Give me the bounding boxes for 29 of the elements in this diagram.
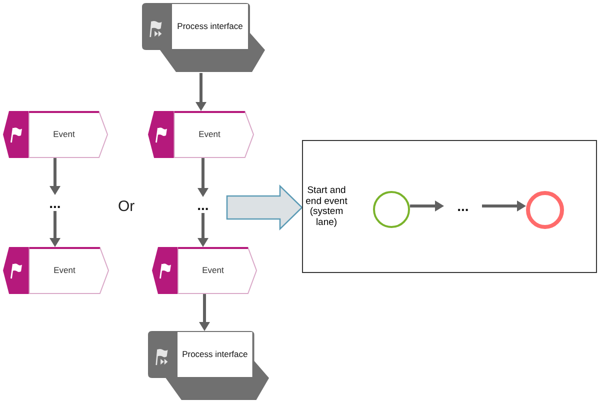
end-event-circle xyxy=(526,191,564,229)
lane-label: Start and end event (system lane) xyxy=(304,186,348,228)
process-interface-shape xyxy=(142,3,266,73)
process-interface-label: Process interface xyxy=(182,350,248,360)
arrow xyxy=(198,158,208,197)
lane-box xyxy=(302,140,597,273)
ellipsis-text: ... xyxy=(41,195,69,211)
event-shape xyxy=(148,111,254,158)
start-event-circle xyxy=(373,191,410,228)
arrow xyxy=(410,200,444,212)
arrow xyxy=(196,73,206,111)
arrow xyxy=(50,158,60,195)
arrow xyxy=(482,200,526,212)
block-arrow xyxy=(226,184,303,231)
event-shape xyxy=(3,111,108,158)
arrow xyxy=(198,213,208,247)
event-shape xyxy=(3,247,109,294)
event-label: Event xyxy=(202,266,224,276)
event-label: Event xyxy=(198,130,220,140)
event-label: Event xyxy=(54,266,76,276)
process-interface-label: Process interface xyxy=(177,22,243,32)
process-interface-shape xyxy=(148,331,270,401)
arrow xyxy=(199,294,210,331)
ellipsis-text: ... xyxy=(444,198,482,214)
or-label: Or xyxy=(118,198,135,215)
event-label: Event xyxy=(53,130,75,140)
event-shape xyxy=(152,247,257,294)
ellipsis-text: ... xyxy=(189,197,217,213)
arrow xyxy=(50,211,60,247)
